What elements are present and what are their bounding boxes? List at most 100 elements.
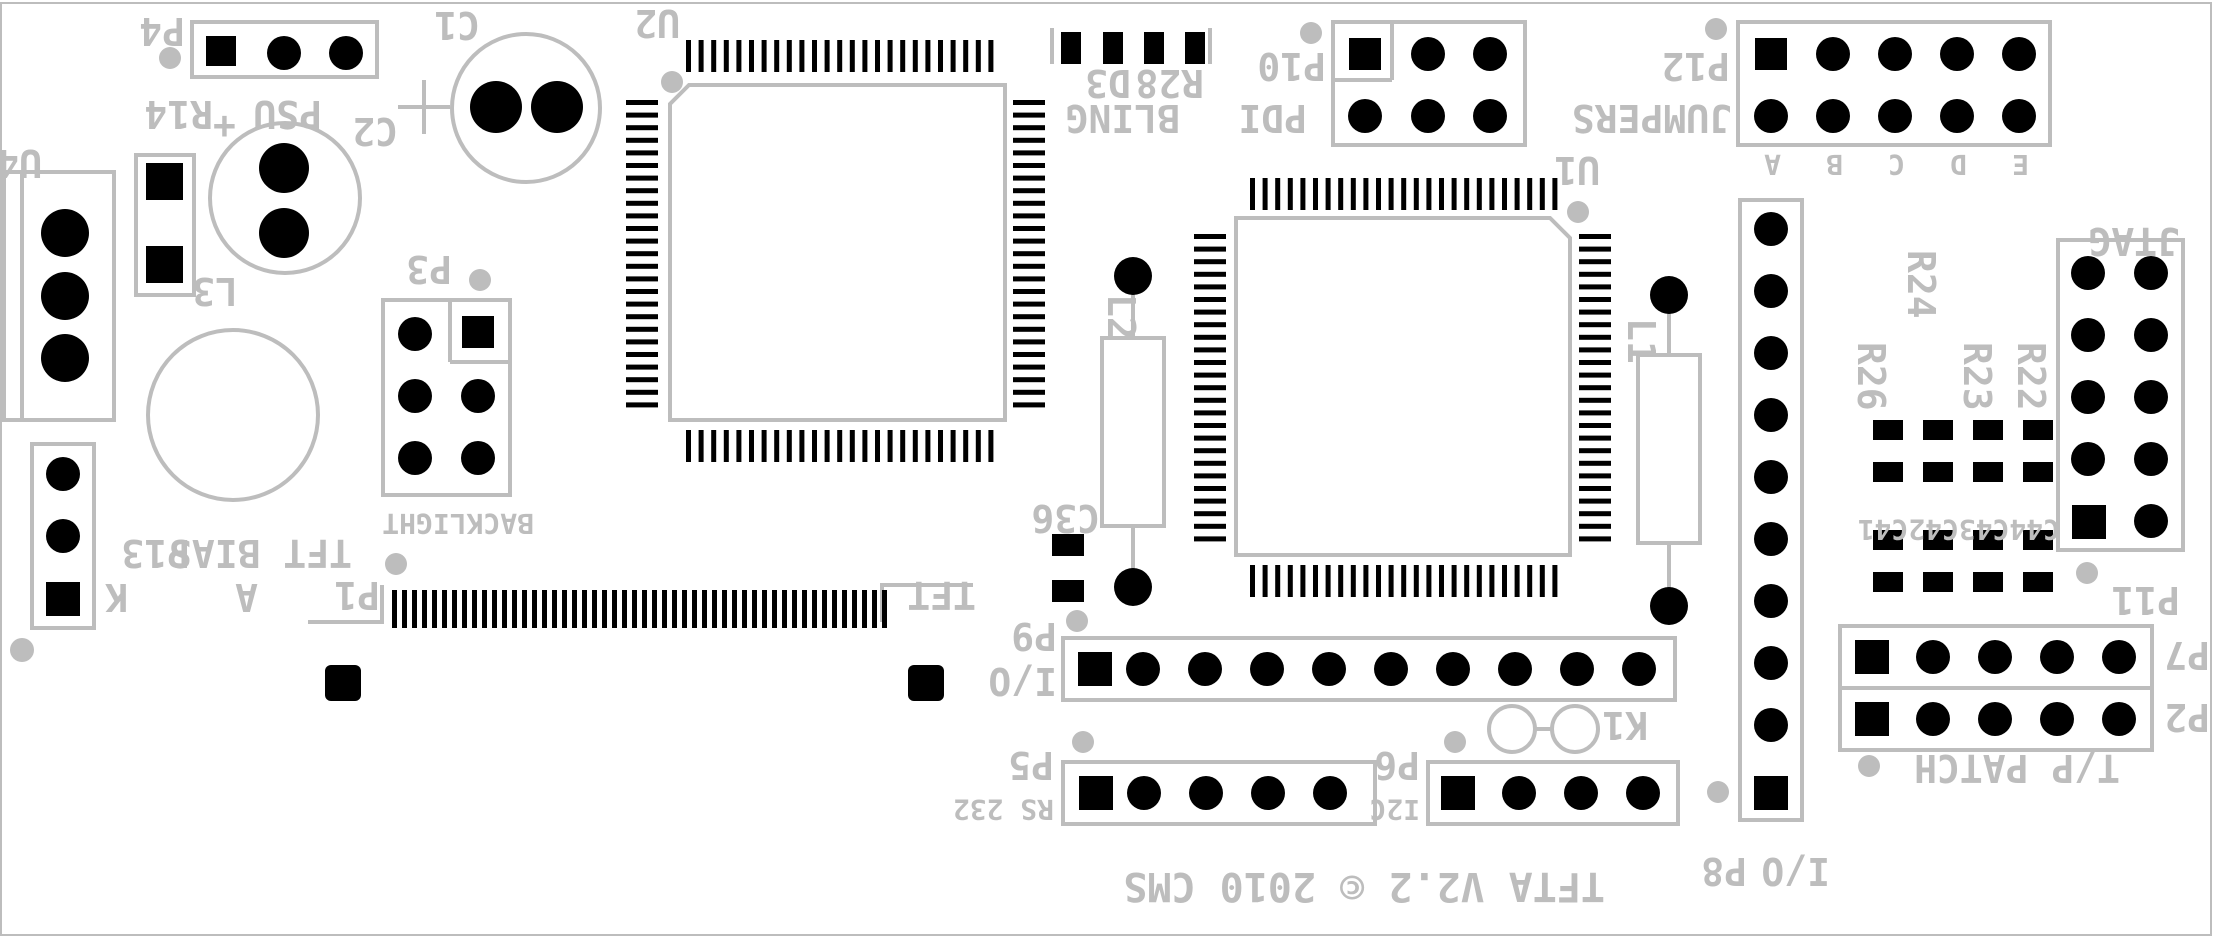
u2-pin — [799, 430, 805, 462]
capacitor-c2 — [208, 121, 362, 275]
u2-pin — [761, 430, 767, 462]
u2-pin — [1013, 112, 1045, 118]
u2-pin — [1013, 339, 1045, 345]
p9-pin — [1498, 652, 1532, 686]
u1-pin — [1539, 565, 1545, 597]
u1-pin — [1439, 565, 1444, 597]
u1-pin — [1194, 246, 1226, 252]
label-io-p8: I/O — [1761, 849, 1830, 893]
u2-pin — [975, 40, 981, 72]
u1-pin — [1426, 565, 1432, 597]
u2-pin — [1013, 251, 1045, 257]
u2-pin — [626, 112, 658, 118]
u2-pin — [1013, 100, 1045, 105]
u2-pin — [1013, 137, 1045, 143]
u2-pin — [1013, 263, 1045, 269]
u1-pin — [1250, 565, 1255, 597]
u2-pin — [887, 40, 893, 72]
u1-pin — [1579, 435, 1611, 441]
connector-p4 — [159, 20, 379, 79]
tft-pin — [872, 590, 877, 628]
u1-pin — [1579, 385, 1611, 391]
u1-pin — [1350, 565, 1356, 597]
u1-pin — [1579, 523, 1611, 529]
tft-pin — [422, 590, 427, 628]
u2-pin — [1013, 326, 1045, 332]
resistor-r14 — [134, 153, 196, 297]
u2-pin — [849, 430, 855, 462]
p9-pin — [1560, 652, 1594, 686]
u1-pin — [1194, 234, 1226, 239]
tft-pin — [542, 590, 547, 628]
u2-pin — [786, 430, 792, 462]
u2-pin — [988, 40, 994, 72]
label-p4: P4 — [139, 9, 185, 53]
connector-p7 — [1838, 624, 2154, 690]
tft-pin — [732, 590, 737, 628]
tft-pin — [402, 590, 407, 628]
u2-pin — [761, 40, 767, 72]
label-u1: U1 — [1554, 148, 1600, 192]
u1-pin — [1262, 565, 1268, 597]
u1-pin — [1194, 360, 1226, 365]
u2-pin — [723, 430, 729, 462]
u1-pin — [1194, 511, 1226, 517]
u1-pin — [1313, 565, 1318, 597]
capacitor-c36 — [1052, 534, 1088, 632]
tft-connector-p1 — [308, 553, 973, 701]
label-d3: D3 — [1085, 61, 1131, 105]
tft-pin — [562, 590, 567, 628]
u1-pin — [1464, 178, 1470, 210]
u1-pin — [1579, 473, 1611, 479]
smd-pad — [1923, 462, 1953, 482]
jumper-letter-e: E — [2012, 148, 2029, 181]
u2-pin — [1013, 301, 1045, 307]
tft-pin — [772, 590, 777, 628]
smd-pad — [1873, 530, 1903, 550]
u1-pin — [1502, 178, 1507, 210]
p8-pin — [1754, 460, 1788, 494]
label-io-p9: I/O — [988, 659, 1057, 703]
u2-pin — [626, 200, 658, 206]
u1-pin — [1489, 178, 1495, 210]
p8-pin — [1754, 708, 1788, 742]
smd-pad — [1873, 572, 1903, 592]
u1-pin — [1194, 460, 1226, 466]
u2-pin — [938, 40, 943, 72]
u2-pin — [849, 40, 855, 72]
tft-pin — [612, 590, 617, 628]
u1-pin — [1194, 259, 1226, 265]
u1-pin — [1194, 271, 1226, 277]
smd-pad — [1873, 462, 1903, 482]
u2-pin — [626, 352, 658, 357]
u2-pin — [1013, 226, 1045, 231]
u2-pin — [774, 430, 780, 462]
u1-pin — [1413, 565, 1419, 597]
tft-pin — [552, 590, 557, 628]
u1-pin — [1194, 322, 1226, 328]
u1-pin — [1287, 565, 1293, 597]
u1-pin — [1363, 565, 1369, 597]
u2-pin — [626, 251, 658, 257]
u1-pin — [1502, 565, 1507, 597]
u2-pin — [626, 175, 658, 181]
u1-pin — [1579, 234, 1611, 239]
smd-pad — [2023, 462, 2053, 482]
u1-pin — [1275, 565, 1281, 597]
u2-pin — [950, 430, 956, 462]
tft-pin — [592, 590, 597, 628]
tft-pin — [862, 590, 867, 628]
u1-pin — [1579, 498, 1611, 504]
label-r26: R26 — [1849, 342, 1893, 411]
label-k: K — [105, 575, 128, 619]
tft-pin — [442, 590, 447, 628]
p9-pin — [1250, 652, 1284, 686]
tft-pin — [822, 590, 827, 628]
label-a: A — [235, 575, 258, 619]
u2-pin — [900, 430, 906, 462]
p9-pin — [1188, 652, 1222, 686]
u1-pin — [1194, 284, 1226, 290]
label-p2: P2 — [2164, 695, 2210, 739]
u1-pin — [1579, 322, 1611, 328]
